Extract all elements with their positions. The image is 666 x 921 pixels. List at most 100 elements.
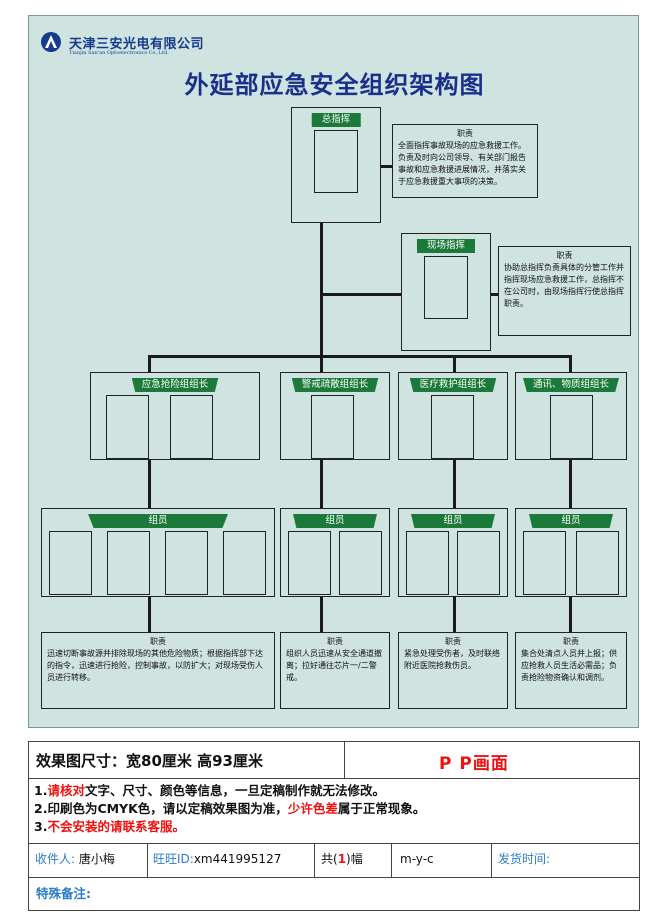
- group-members-label-3: 组员: [411, 514, 495, 528]
- group-duty-box-3: 职责 紧急处理受伤者，及时联络附近医院抢救伤员。: [398, 632, 508, 709]
- field-duty-text: 协助总指挥负责具体的分管工作并指挥现场应急救援工作，总指挥不在公司时，由现场指挥…: [504, 263, 624, 308]
- connector-bus-g1: [148, 355, 151, 373]
- ship-label: 发货时间:: [498, 852, 551, 866]
- field-commander-photo: [424, 256, 468, 319]
- special-notes-label: 特殊备注:: [36, 886, 91, 901]
- connector-g2-members: [320, 459, 323, 509]
- info-sep-4: [491, 844, 492, 877]
- member-photo-3b: [457, 531, 500, 595]
- connector-bus-g3: [453, 355, 456, 373]
- form-divider: [344, 742, 345, 778]
- group-members-label-2: 组员: [293, 514, 377, 528]
- group-duty-text-1: 迅速切断事故源并排除现场的其他危险物质；根据指挥部下达的指令，迅速进行抢险，控制…: [47, 649, 263, 682]
- group-leader-label-4: 通讯、物质组组长: [522, 378, 620, 392]
- member-photo-1d: [223, 531, 266, 595]
- note-2-red: 少许色差: [287, 801, 338, 816]
- note-1-prefix: 1.: [34, 783, 48, 798]
- company-name-en: Tianjin San'an Optoelectronics Co.,Ltd.: [69, 50, 169, 56]
- connector-commander-duty: [381, 165, 392, 168]
- note-3-prefix: 3.: [34, 819, 48, 834]
- connector-field-duty: [490, 293, 498, 296]
- group-duty-box-4: 职责 集合处清点人员并上报；供应抢救人员生活必需品；负责抢险物资确认和调剂。: [515, 632, 627, 709]
- order-form: 效果图尺寸：宽80厘米 高93厘米 P P画面 1.请核对文字、尺寸、颜色等信息…: [28, 741, 640, 911]
- member-photo-1a: [49, 531, 92, 595]
- size-text: 效果图尺寸：宽80厘米 高93厘米: [36, 752, 263, 770]
- member-photo-2b: [339, 531, 382, 595]
- commander-box: 总指挥: [291, 107, 381, 223]
- field-duty-heading: 职责: [556, 251, 573, 260]
- info-sep-1: [147, 844, 148, 877]
- group-leader-box-4: 通讯、物质组组长: [515, 372, 627, 460]
- field-commander-box: 现场指挥: [401, 233, 491, 351]
- leader-photo-4: [550, 395, 593, 459]
- member-photo-3a: [406, 531, 449, 595]
- count-value: 1: [337, 852, 347, 866]
- commander-label: 总指挥: [311, 113, 361, 127]
- recipient-value: 唐小梅: [78, 852, 115, 866]
- group-duty-text-3: 紧急处理受伤者，及时联络附近医院抢救伤员。: [404, 649, 500, 670]
- field-duty-box: 职责 协助总指挥负责具体的分管工作并指挥现场应急救援工作，总指挥不在公司时，由现…: [498, 246, 631, 336]
- connector-g4-duty: [569, 596, 572, 632]
- note-1-rest: 文字、尺寸、颜色等信息，一旦定稿制作就无法修改。: [84, 783, 385, 798]
- recipient-label: 收件人:: [35, 852, 76, 866]
- group-duty-heading-3: 职责: [445, 637, 461, 646]
- connector-g2-duty: [320, 596, 323, 632]
- connector-g1-duty: [148, 596, 151, 632]
- group-leader-label-2: 警戒疏散组组长: [291, 378, 379, 392]
- note-2: 2.印刷色为CMYK色，请以定稿效果图为准，少许色差属于正常现象。: [34, 800, 425, 818]
- group-members-box-4: 组员: [515, 508, 627, 597]
- form-notes: 1.请核对文字、尺寸、颜色等信息，一旦定稿制作就无法修改。 2.印刷色为CMYK…: [34, 782, 425, 836]
- commander-photo: [314, 130, 358, 193]
- group-duty-text-4: 集合处清点人员并上报；供应抢救人员生活必需品；负责抢险物资确认和调剂。: [521, 649, 617, 682]
- group-leader-box-1: 应急抢险组组长: [90, 372, 260, 460]
- commander-duty-heading: 职责: [457, 129, 473, 138]
- wangwang-label: 旺旺ID:: [153, 852, 194, 866]
- group-leader-box-2: 警戒疏散组组长: [280, 372, 390, 460]
- member-photo-2a: [288, 531, 331, 595]
- connector-g3-duty: [453, 596, 456, 632]
- connector-g1-members: [148, 459, 151, 509]
- info-sep-3: [391, 844, 392, 877]
- note-2-rest: 属于正常现象。: [337, 801, 426, 816]
- org-chart-board: 天津三安光电有限公司 Tianjin San'an Optoelectronic…: [28, 15, 639, 728]
- group-duty-text-2: 组织人员迅速从安全通道撤离；拉好通往芯片一/二警戒。: [286, 649, 382, 682]
- form-info-row: 收件人: 唐小梅 旺旺ID:xm441995127 共(1)幅 m-y-c 发货…: [29, 843, 639, 878]
- count-cell: 共(1)幅: [321, 844, 363, 877]
- count-prefix: 共(: [321, 852, 338, 866]
- connector-bus-g2: [320, 355, 323, 373]
- group-members-label-1: 组员: [88, 514, 228, 528]
- connector-main-bus: [148, 355, 569, 358]
- recipient-cell: 收件人: 唐小梅: [35, 844, 115, 877]
- company-logo-icon: [41, 32, 61, 52]
- chart-title: 外延部应急安全组织架构图: [184, 71, 485, 99]
- group-leader-label-1: 应急抢险组组长: [131, 378, 219, 392]
- group-duty-heading-2: 职责: [327, 637, 343, 646]
- group-members-box-3: 组员: [398, 508, 508, 597]
- group-leader-label-3: 医疗救护组组长: [409, 378, 497, 392]
- leader-photo-2: [311, 395, 354, 459]
- group-leader-box-3: 医疗救护组组长: [398, 372, 508, 460]
- group-duty-heading-1: 职责: [150, 637, 166, 646]
- wangwang-cell: 旺旺ID:xm441995127: [153, 844, 281, 877]
- member-photo-4b: [576, 531, 619, 595]
- material-text: P P画面: [439, 754, 509, 774]
- note-1: 1.请核对文字、尺寸、颜色等信息，一旦定稿制作就无法修改。: [34, 782, 425, 800]
- code-cell: m-y-c: [400, 844, 434, 877]
- note-1-red: 请核对: [47, 783, 85, 798]
- form-size-row: 效果图尺寸：宽80厘米 高93厘米 P P画面: [29, 742, 639, 779]
- connector-g4-members: [569, 459, 572, 509]
- group-members-label-4: 组员: [529, 514, 613, 528]
- note-3-red: 不会安装的请联系客服。: [47, 819, 185, 834]
- group-duty-heading-4: 职责: [563, 637, 579, 646]
- commander-duty-text: 全面指挥事故现场的应急救援工作。负责及时向公司领导、有关部门报告事故和应急救援进…: [398, 141, 526, 186]
- member-photo-4a: [523, 531, 566, 595]
- connector-commander-down: [320, 222, 323, 356]
- note-3: 3.不会安装的请联系客服。: [34, 818, 425, 836]
- company-name-cn: 天津三安光电有限公司: [69, 37, 205, 52]
- ship-cell: 发货时间:: [498, 844, 550, 877]
- group-members-box-1: 组员: [41, 508, 275, 597]
- leader-photo-1b: [170, 395, 213, 459]
- leader-photo-3: [431, 395, 474, 459]
- count-suffix: )幅: [346, 852, 363, 866]
- wangwang-value: xm441995127: [193, 852, 282, 866]
